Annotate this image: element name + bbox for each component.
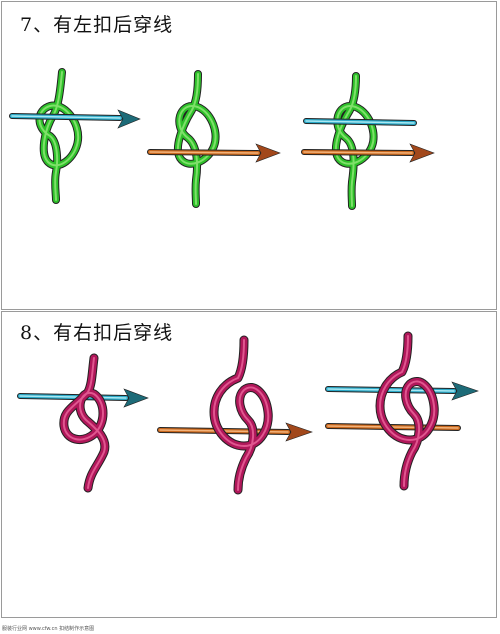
section-8-panel: 8、有右扣后穿线 bbox=[1, 311, 497, 618]
cord-highlight bbox=[379, 335, 436, 487]
left-knot-step-3 bbox=[301, 72, 435, 210]
cord-highlight bbox=[213, 339, 270, 491]
cord-highlight bbox=[327, 425, 459, 429]
cord-highlight bbox=[19, 395, 127, 399]
green-cord bbox=[35, 68, 83, 204]
cord-highlight bbox=[303, 151, 413, 154]
cyan-thread-arrow bbox=[17, 388, 149, 408]
cyan-thread bbox=[303, 118, 417, 126]
cord-highlight bbox=[149, 151, 259, 154]
orange-thread-arrow bbox=[147, 143, 281, 163]
section-7-figure bbox=[9, 68, 435, 210]
arrowhead bbox=[123, 388, 149, 408]
arrowhead bbox=[409, 143, 435, 163]
right-knot-step-2 bbox=[157, 335, 313, 495]
cord-highlight bbox=[11, 115, 121, 119]
cord-highlight bbox=[305, 120, 415, 124]
magenta-cord bbox=[209, 335, 273, 495]
cord-body bbox=[60, 354, 109, 492]
arrowhead bbox=[255, 143, 281, 163]
cord-highlight bbox=[62, 357, 106, 489]
arrowhead bbox=[451, 381, 479, 401]
orange-thread bbox=[325, 423, 461, 431]
section-8-figure bbox=[17, 331, 479, 495]
left-knot-step-2 bbox=[147, 70, 281, 208]
magenta-cord bbox=[59, 353, 110, 493]
cord-highlight bbox=[176, 73, 217, 205]
section-8-title: 8、有右扣后穿线 bbox=[20, 322, 174, 344]
orange-thread-arrow bbox=[157, 422, 313, 442]
green-cord bbox=[331, 72, 378, 210]
footer-caption: 服装行业网 www.cfw.cn 扣结制作示意图 bbox=[2, 626, 95, 632]
right-knot-step-3 bbox=[325, 331, 479, 491]
cyan-thread-arrow bbox=[9, 109, 141, 129]
right-knot-step-1 bbox=[17, 353, 149, 493]
section-7-title: 7、有左扣后穿线 bbox=[20, 14, 174, 36]
arrowhead bbox=[117, 109, 141, 129]
magenta-cord bbox=[375, 331, 439, 491]
left-knot-step-1 bbox=[9, 68, 141, 204]
orange-thread-arrow bbox=[301, 143, 435, 163]
arrowhead bbox=[285, 422, 313, 442]
green-cord bbox=[173, 70, 220, 208]
section-7-panel: 7、有左扣后穿线 bbox=[1, 1, 497, 310]
